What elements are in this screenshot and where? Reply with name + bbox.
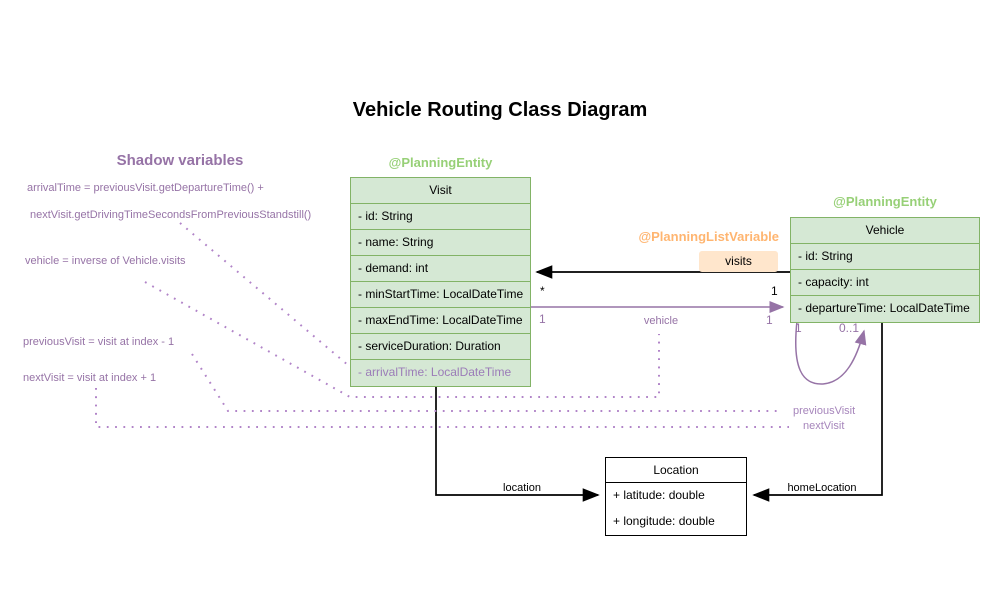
location-class-name: Location [606,458,746,483]
visits-multiplicity-visit-end: * [540,284,545,298]
loop-multiplicity-left: 1 [795,321,802,335]
shadow-note-next-visit: nextVisit = visit at index + 1 [23,372,157,384]
visit-attribute-demand: - demand: int [351,256,530,282]
next-visit-edge-label: nextVisit [803,420,845,432]
visits-multiplicity-vehicle-end: 1 [771,284,778,298]
visit-attribute-service-duration: - serviceDuration: Duration [351,334,530,360]
vehicle-planning-entity-annotation: @PlanningEntity [833,194,937,209]
visit-attribute-name: - name: String [351,230,530,256]
shadow-note-previous-visit: previousVisit = visit at index - 1 [23,336,175,348]
shadow-note-arrival-time-2: nextVisit.getDrivingTimeSecondsFromPrevi… [30,209,312,221]
vehicle-attribute-id: - id: String [791,244,979,270]
visit-class-name: Visit [351,178,530,204]
loop-multiplicity-right: 0..1 [839,321,860,335]
location-attribute-latitude: + latitude: double [613,488,705,502]
vehicle-multiplicity-vehicle-end: 1 [766,313,773,327]
dotted-connector-next-visit [95,388,789,428]
visit-attribute-id: - id: String [351,204,530,230]
visit-attribute-max-end-time: - maxEndTime: LocalDateTime [351,308,530,334]
visit-planning-entity-annotation: @PlanningEntity [388,155,493,170]
location-attribute-longitude: + longitude: double [613,514,715,528]
vehicle-attribute-departure-time: - departureTime: LocalDateTime [798,301,970,315]
shadow-variables-heading: Shadow variables [116,152,244,169]
visit-attribute-arrival-time: - arrivalTime: LocalDateTime [358,365,512,379]
visit-class-box: Visit - id: String - name: String - dema… [350,177,531,387]
vehicle-edge-label: vehicle [643,315,679,327]
planning-list-variable-annotation: @PlanningListVariable [638,229,779,244]
home-location-edge-label: homeLocation [787,482,857,494]
visits-edge-label: visits [699,251,778,272]
vehicle-attribute-capacity: - capacity: int [791,270,979,296]
location-class-box: Location + latitude: double + longitude:… [605,457,747,536]
dotted-connector-arrival-time [179,222,356,372]
diagram-title: Vehicle Routing Class Diagram [352,99,648,121]
previous-visit-edge-label: previousVisit [793,405,856,417]
location-edge-label: location [503,482,541,494]
shadow-note-arrival-time-1: arrivalTime = previousVisit.getDeparture… [27,182,264,194]
vehicle-class-name: Vehicle [791,218,979,244]
location-association-arrow [435,386,600,502]
vehicle-multiplicity-visit-end: 1 [539,312,546,326]
shadow-note-vehicle: vehicle = inverse of Vehicle.visits [25,255,186,267]
visit-attribute-min-start-time: - minStartTime: LocalDateTime [351,282,530,308]
vehicle-class-box: Vehicle - id: String - capacity: int - d… [790,217,980,323]
